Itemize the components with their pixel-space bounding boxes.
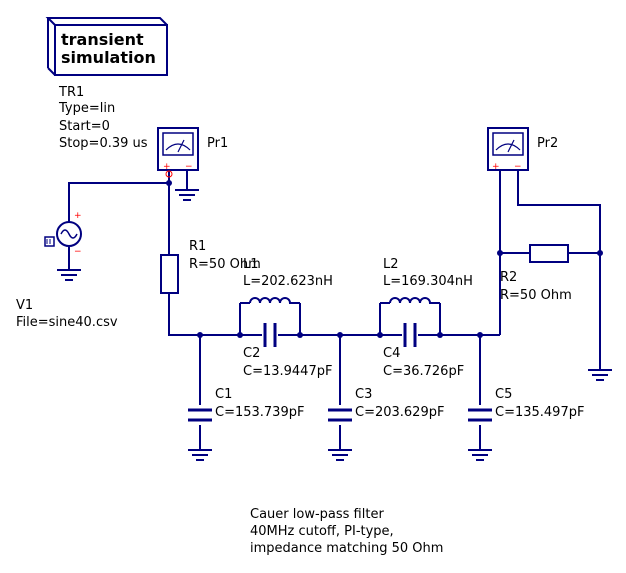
inductor-l2[interactable] [389,297,432,304]
pr2-minus: − [514,162,522,172]
c3-value: C=203.629pF [355,405,444,420]
simulation-type: Type=lin [58,101,115,116]
pr1-label: Pr1 [207,136,228,151]
capacitor-c2[interactable] [262,323,278,347]
l1-value: L=202.623nH [243,274,333,289]
l2-name: L2 [383,257,399,272]
ground-icon [188,449,212,461]
ground-icon [468,449,492,461]
probe-pr1[interactable]: + − [157,127,199,178]
transient-simulation-block[interactable]: transient simulation [45,17,168,76]
capacitor-c5[interactable] [468,408,492,422]
v1-name: V1 [16,298,33,313]
l2-value: L=169.304nH [383,274,473,289]
v1-plus: + [74,211,82,221]
capacitor-c3[interactable] [328,408,352,422]
c5-value: C=135.497pF [495,405,584,420]
ground-symbols [57,189,612,461]
simulation-start: Start=0 [59,119,110,134]
c3-name: C3 [355,387,372,402]
pr1-minus: − [185,162,193,172]
capacitor-c1[interactable] [188,408,212,422]
note-line-3: impedance matching 50 Ohm [250,541,443,556]
c1-name: C1 [215,387,232,402]
c2-value: C=13.9447pF [243,364,332,379]
junction-dots [166,180,603,338]
c4-value: C=36.726pF [383,364,464,379]
c1-value: C=153.739pF [215,405,304,420]
simulation-title-2: simulation [61,48,156,67]
c2-name: C2 [243,346,260,361]
simulation-title-1: transient [61,30,144,49]
resistor-r2[interactable] [529,244,569,263]
ground-icon [57,269,81,281]
note-line-1: Cauer low-pass filter [250,507,384,522]
ground-icon [328,449,352,461]
simulation-name: TR1 [58,85,84,100]
ground-icon [175,189,199,201]
v1-minus: − [74,247,82,257]
c5-name: C5 [495,387,512,402]
probe-pr2[interactable]: + − [487,127,529,172]
r1-name: R1 [189,239,206,254]
note-line-2: 40MHz cutoff, PI-type, [250,524,394,539]
r2-value: R=50 Ohm [500,288,572,303]
v1-file: File=sine40.csv [16,315,118,330]
ground-icon [588,369,612,381]
r2-name: R2 [500,270,517,285]
inductor-l1[interactable] [249,297,292,304]
pr1-plus: + [163,162,171,172]
pr2-plus: + [492,162,500,172]
voltage-source-v1[interactable]: + − [44,211,82,257]
r1-value: R=50 Ohm [189,257,261,272]
capacitor-c4[interactable] [402,323,418,347]
c4-name: C4 [383,346,400,361]
l1-name: L1 [243,257,259,272]
resistor-r1[interactable] [160,254,179,294]
wires [68,170,601,450]
simulation-stop: Stop=0.39 us [59,136,148,151]
pr2-label: Pr2 [537,136,558,151]
